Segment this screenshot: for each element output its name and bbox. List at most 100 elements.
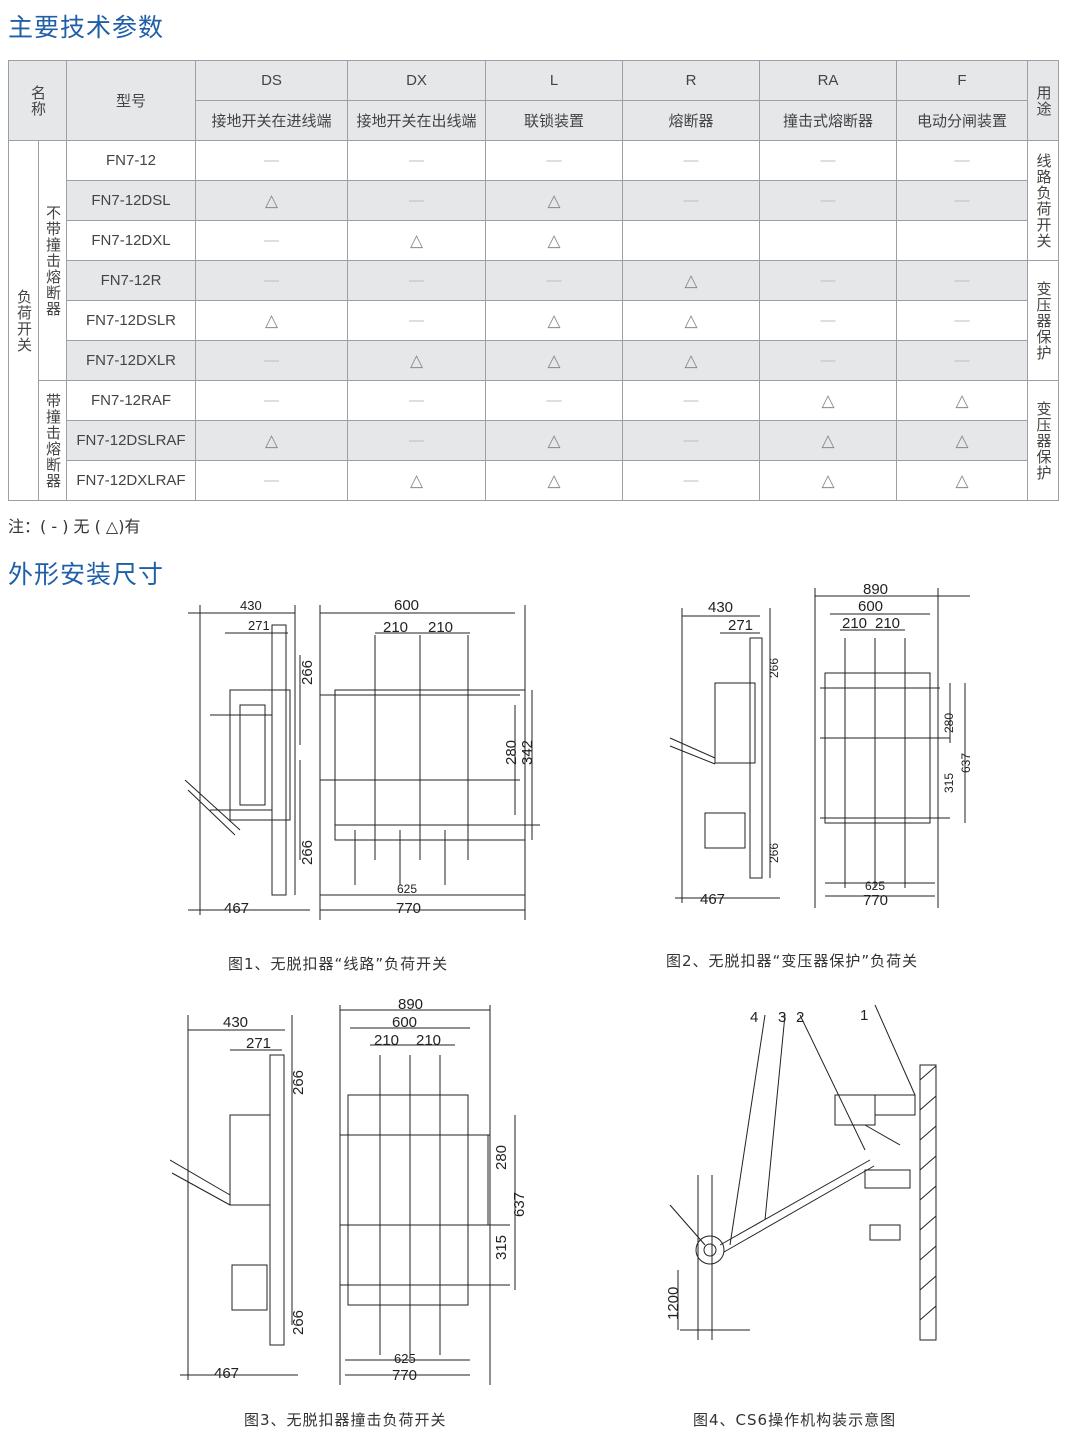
value-cell: △ <box>195 300 348 341</box>
absent-mark: — <box>954 272 970 289</box>
present-mark: △ <box>955 390 969 410</box>
table-row: FN7-12DXLR —△△ △—— <box>9 340 1059 381</box>
present-mark: △ <box>547 310 561 330</box>
value-cell: — <box>347 300 486 341</box>
fig3-dim-266-top: 266 <box>290 1070 307 1095</box>
absent-mark: — <box>820 352 836 369</box>
value-cell: — <box>759 260 897 301</box>
value-cell: — <box>896 300 1028 341</box>
value-cell: — <box>347 260 486 301</box>
absent-mark: — <box>409 192 424 209</box>
absent-mark: — <box>683 392 699 409</box>
col-desc: 熔断器 <box>622 100 760 141</box>
fig1-dim-210a: 210 <box>383 619 408 636</box>
use-cell: 变压器保护 <box>1027 260 1059 381</box>
col-code: F <box>896 60 1028 101</box>
present-mark: △ <box>409 470 424 490</box>
present-mark: △ <box>547 190 561 210</box>
fig3-dim-600: 600 <box>392 1014 417 1031</box>
fig2-dim-210a: 210 <box>842 615 867 632</box>
value-cell: — <box>195 460 348 501</box>
value-cell: △ <box>896 380 1028 421</box>
value-cell: — <box>195 380 348 421</box>
fig2-dim-890: 890 <box>863 581 888 598</box>
value-cell: — <box>759 300 897 341</box>
fig3-dim-210a: 210 <box>374 1032 399 1049</box>
absent-mark: — <box>264 232 279 249</box>
absent-mark: — <box>264 272 279 289</box>
figure-1-drawing: 430 271 266 266 467 600 210 210 280 342 … <box>184 597 540 920</box>
fig2-dim-637: 637 <box>959 753 973 773</box>
present-mark: △ <box>547 230 561 250</box>
value-cell: — <box>759 140 897 181</box>
absent-mark: — <box>409 432 424 449</box>
value-cell: — <box>347 180 486 221</box>
model-cell: FN7-12DXLR <box>66 340 196 381</box>
col-code: RA <box>759 60 897 101</box>
value-cell: △ <box>896 460 1028 501</box>
fig4-label-3: 3 <box>778 1009 786 1026</box>
fig2-dim-266-top: 266 <box>767 658 781 678</box>
fig4-dim-1200: 1200 <box>665 1287 682 1320</box>
present-mark: △ <box>547 430 561 450</box>
absent-mark: — <box>820 192 836 209</box>
fig1-dim-266-top: 266 <box>299 660 316 685</box>
figure-3-caption: 图3、无脱扣器撞击负荷开关 <box>244 1411 447 1429</box>
present-mark: △ <box>547 350 561 370</box>
col-desc: 接地开关在出线端 <box>347 100 486 141</box>
value-cell <box>896 220 1028 261</box>
absent-mark: — <box>409 272 424 289</box>
table-row: FN7-12DSLR △—△ △—— <box>9 300 1059 341</box>
fig3-dim-430: 430 <box>223 1014 248 1031</box>
absent-mark: — <box>409 392 424 409</box>
fig1-dim-280: 280 <box>503 740 520 765</box>
absent-mark: — <box>409 152 424 169</box>
fig2-dim-210b: 210 <box>875 615 900 632</box>
value-cell: △ <box>485 180 623 221</box>
table-row: FN7-12DXLRAF —△△ —△△ <box>9 460 1059 501</box>
use-cell: 线路负荷开关 <box>1027 140 1059 261</box>
category-cell: 负荷开关 <box>8 140 39 501</box>
value-cell: △ <box>485 460 623 501</box>
spec-table: 名称 型号 DS DX L R RA F 用途 接地开关在进线端 接地开关在出线… <box>8 60 1059 501</box>
value-cell: △ <box>622 340 760 381</box>
fig4-label-4: 4 <box>750 1009 758 1026</box>
col-desc: 联锁装置 <box>485 100 623 141</box>
present-mark: △ <box>955 470 969 490</box>
group-cell: 不带撞击熔断器 <box>38 140 67 381</box>
value-cell <box>622 220 760 261</box>
fig2-dim-625: 625 <box>865 879 885 893</box>
table-row: 带撞击熔断器 FN7-12RAF ——— —△△ 变压器保护 <box>9 380 1059 501</box>
model-cell: FN7-12DXL <box>66 220 196 261</box>
col-desc: 电动分闸装置 <box>896 100 1028 141</box>
figure-3-drawing: 430 271 266 266 467 890 600 210 210 280 … <box>170 996 528 1385</box>
value-cell: △ <box>195 420 348 461</box>
absent-mark: — <box>683 472 699 489</box>
value-cell: △ <box>195 180 348 221</box>
value-cell: — <box>896 340 1028 381</box>
figure-1-caption: 图1、无脱扣器“线路”负荷开关 <box>228 955 449 973</box>
fig1-dim-625: 625 <box>397 882 417 896</box>
use-cell: 变压器保护 <box>1027 380 1059 501</box>
fig3-dim-770: 770 <box>392 1367 417 1384</box>
present-mark: △ <box>684 350 698 370</box>
absent-mark: — <box>683 152 699 169</box>
figure-4-caption: 图4、CS6操作机构装示意图 <box>693 1411 897 1429</box>
header-use: 用途 <box>1027 60 1059 141</box>
header-model: 型号 <box>66 60 196 141</box>
value-cell: △ <box>622 260 760 301</box>
value-cell: △ <box>759 420 897 461</box>
fig2-dim-430: 430 <box>708 599 733 616</box>
value-cell: — <box>485 260 623 301</box>
section-title-dimensions: 外形安装尺寸 <box>8 560 165 589</box>
fig1-dim-271: 271 <box>248 618 270 633</box>
absent-mark: — <box>409 312 424 329</box>
value-cell: △ <box>622 300 760 341</box>
present-mark: △ <box>821 470 835 490</box>
fig1-dim-467: 467 <box>224 900 249 917</box>
value-cell: — <box>622 380 760 421</box>
fig2-dim-770: 770 <box>863 892 888 909</box>
fig4-label-1: 1 <box>860 1007 868 1024</box>
value-cell: — <box>485 380 623 421</box>
value-cell: — <box>759 340 897 381</box>
